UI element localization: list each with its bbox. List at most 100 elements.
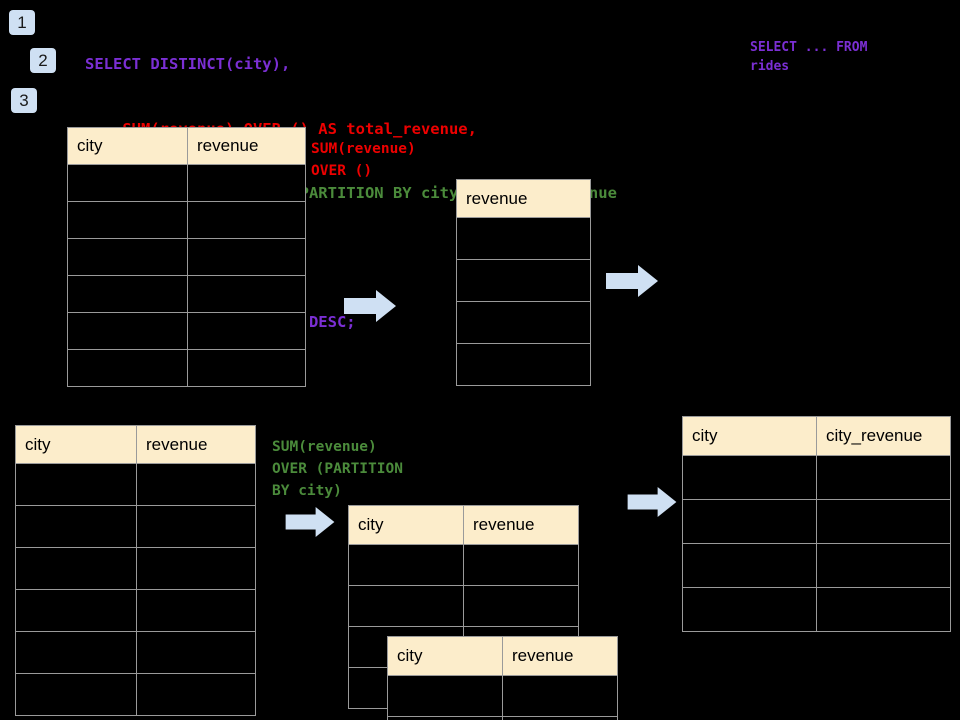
table-header-row: city city_revenue	[682, 416, 951, 456]
column-header-city: city	[348, 505, 464, 545]
sql-line-1: SELECT DISTINCT(city),	[85, 55, 291, 73]
table-cell	[67, 312, 188, 350]
table-row	[67, 164, 306, 202]
table-row	[348, 544, 579, 586]
table-row	[15, 631, 256, 674]
table-row	[67, 349, 306, 387]
table-cell	[67, 349, 188, 387]
table-cell	[187, 201, 306, 239]
table-cell	[187, 238, 306, 276]
table-cell	[67, 201, 188, 239]
table-cell	[816, 455, 951, 500]
table-cell	[456, 343, 591, 386]
column-header-revenue: revenue	[456, 179, 591, 218]
column-header-revenue: revenue	[136, 425, 256, 464]
table-cell	[682, 587, 817, 632]
table-row	[67, 201, 306, 239]
annotation-over-partition: SUM(revenue) OVER (PARTITION BY city)	[272, 439, 403, 499]
column-header-revenue: revenue	[502, 636, 618, 676]
column-header-city: city	[15, 425, 137, 464]
table-cell	[67, 164, 188, 202]
table-cell	[136, 505, 256, 548]
table-cell	[682, 543, 817, 588]
arrow-total-to-result-icon	[606, 265, 658, 297]
annotation-over-empty: SUM(revenue) OVER ()	[311, 141, 416, 179]
table-cell	[682, 455, 817, 500]
arrow-source-to-partition-icon	[285, 507, 335, 537]
column-header-revenue: revenue	[463, 505, 579, 545]
table-cell	[456, 259, 591, 302]
table-row	[387, 716, 618, 720]
table-cell	[136, 463, 256, 506]
table-row	[67, 238, 306, 276]
table-cell	[816, 543, 951, 588]
column-header-city-revenue: city_revenue	[816, 416, 951, 456]
table-cell	[15, 589, 137, 632]
table-cell	[67, 238, 188, 276]
table-row	[387, 675, 618, 717]
table-row	[15, 589, 256, 632]
table-cell	[502, 716, 618, 720]
table-cell	[816, 587, 951, 632]
table-cell	[682, 499, 817, 544]
table-city-revenue-result: city city_revenue	[682, 416, 951, 632]
table-rides-source-top: city revenue	[67, 127, 306, 387]
table-cell	[187, 164, 306, 202]
table-cell	[463, 585, 579, 627]
table-cell	[387, 675, 503, 717]
step-badge-3: 3	[11, 88, 37, 113]
table-header-row: city revenue	[15, 425, 256, 464]
table-row	[348, 585, 579, 627]
table-cell	[387, 716, 503, 720]
column-header-revenue: revenue	[187, 127, 306, 165]
table-cell	[502, 675, 618, 717]
table-cell	[187, 349, 306, 387]
table-header-row: city revenue	[348, 505, 579, 545]
table-row	[15, 463, 256, 506]
table-cell	[15, 547, 137, 590]
table-cell	[816, 499, 951, 544]
table-header-row: city revenue	[67, 127, 306, 165]
column-header-city: city	[682, 416, 817, 456]
table-row	[456, 343, 591, 386]
table-row	[456, 217, 591, 260]
table-cell	[67, 275, 188, 313]
table-cell	[187, 275, 306, 313]
table-cell	[136, 589, 256, 632]
sql-side-note: SELECT ... FROM rides	[750, 40, 868, 74]
table-cell	[15, 463, 137, 506]
column-header-city: city	[387, 636, 503, 676]
table-row	[67, 275, 306, 313]
arrow-source-to-total-icon	[344, 290, 396, 322]
table-cell	[136, 631, 256, 674]
table-row	[15, 547, 256, 590]
table-partition-back: city revenue	[348, 505, 579, 709]
table-row	[682, 499, 951, 544]
table-cell	[463, 544, 579, 586]
table-cell	[136, 547, 256, 590]
table-row	[682, 587, 951, 632]
table-header-row: revenue	[456, 179, 591, 218]
table-row	[682, 455, 951, 500]
table-cell	[187, 312, 306, 350]
table-cell	[15, 673, 137, 716]
table-cell	[15, 631, 137, 674]
table-row	[15, 673, 256, 716]
table-row	[67, 312, 306, 350]
table-row	[456, 301, 591, 344]
table-cell	[456, 217, 591, 260]
step-badge-1: 1	[9, 10, 35, 35]
table-cell	[348, 585, 464, 627]
table-row	[682, 543, 951, 588]
table-total-revenue: revenue	[456, 179, 591, 386]
table-partition-front: city revenue	[387, 636, 618, 720]
table-header-row: city revenue	[387, 636, 618, 676]
table-cell	[348, 544, 464, 586]
table-cell	[456, 301, 591, 344]
table-cell	[15, 505, 137, 548]
table-cell	[136, 673, 256, 716]
table-rides-source-bottom: city revenue	[15, 425, 256, 716]
step-badge-2: 2	[30, 48, 56, 73]
table-row	[456, 259, 591, 302]
